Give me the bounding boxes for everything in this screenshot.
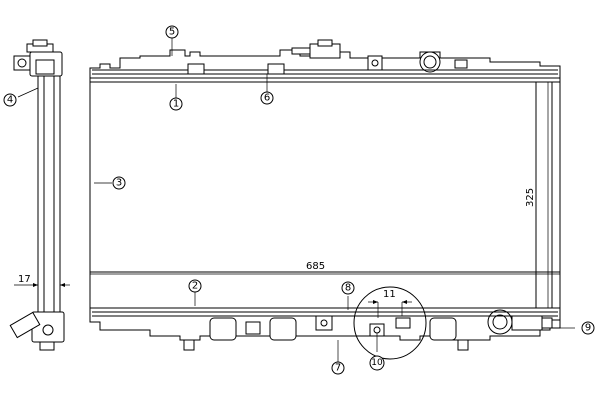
callout-5: 5 [165,25,179,39]
svg-text:9: 9 [585,323,591,334]
svg-text:10: 10 [371,358,383,368]
svg-text:8: 8 [345,283,351,294]
callout-9: 9 [581,321,595,335]
svg-text:6: 6 [264,93,270,104]
callout-10: 10 [369,355,385,371]
core-thickness-label: 17 [18,274,31,285]
callout-4: 4 [3,93,17,107]
callout-leaders [17,38,575,362]
svg-text:3: 3 [116,178,122,189]
svg-text:1: 1 [173,99,179,110]
svg-text:5: 5 [169,27,175,38]
radiator-side-view: 17 [9,39,70,351]
callout-2: 2 [188,279,202,293]
svg-text:2: 2 [192,281,198,292]
svg-text:7: 7 [335,363,341,374]
callout-8: 8 [341,281,355,295]
callout-7: 7 [331,361,345,375]
callout-6: 6 [260,91,274,105]
callout-1: 1 [169,97,183,111]
radiator-front-view: 11 685 325 [89,39,561,360]
detail-spacing-label: 11 [383,289,396,300]
callout-3: 3 [112,176,126,190]
height-dimension-label: 325 [525,188,536,207]
svg-text:4: 4 [7,95,13,106]
width-dimension-label: 685 [306,261,325,272]
